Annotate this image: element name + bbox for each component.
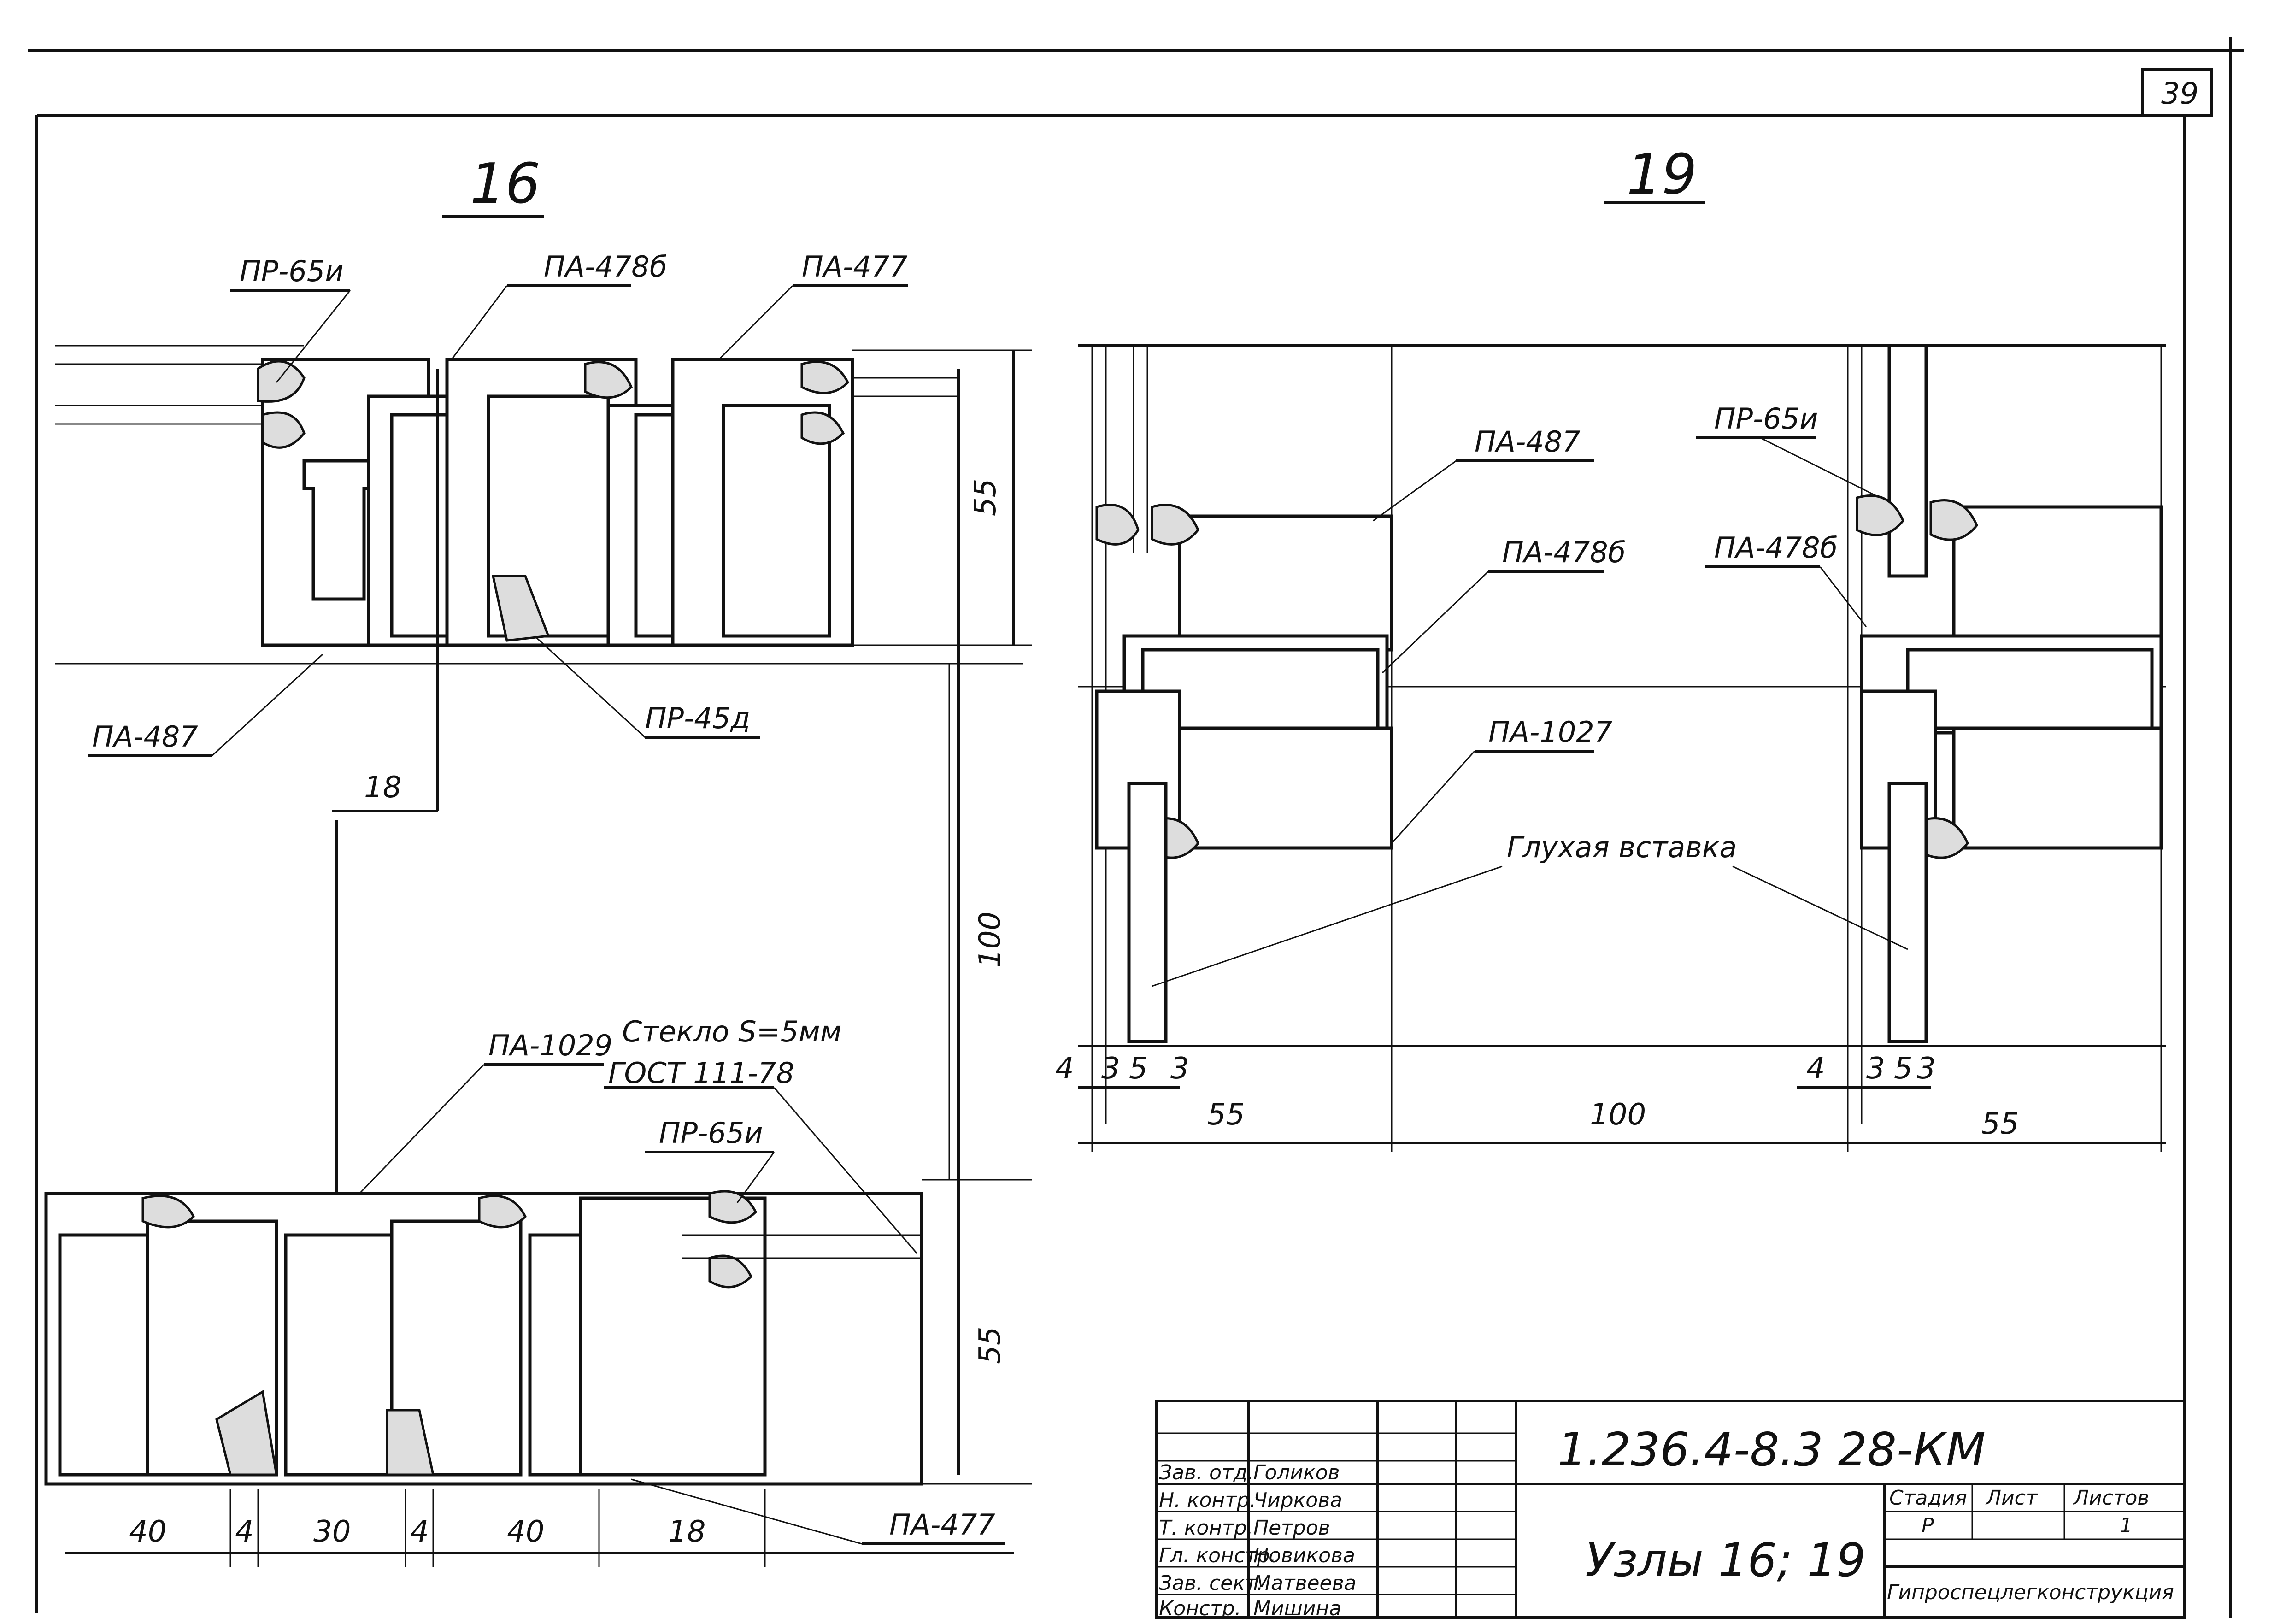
row-name-5: Матвеева: [1253, 1571, 1357, 1595]
stage-value: Р: [1922, 1514, 1934, 1537]
dim-h55-left: 55: [1207, 1098, 1245, 1132]
organization: Гипроспецлегконструкция: [1887, 1581, 2174, 1604]
detail-19-title: 19: [1627, 143, 1697, 207]
detail-16: 16 55 18: [44, 152, 1032, 1567]
label-blank-insert: Глухая вставка: [1507, 830, 1737, 864]
row-name-3: Петров: [1253, 1516, 1330, 1540]
row-role-5: Зав. сект.: [1159, 1571, 1264, 1595]
label-glass: Стекло S=5мм: [622, 1015, 842, 1048]
row-role-2: Н. контр.: [1159, 1489, 1256, 1512]
dim-h100: 100: [1590, 1098, 1646, 1132]
label-pa477-top: ПА-477: [802, 250, 908, 283]
doc-code: 1.236.4-8.3 28-КМ: [1557, 1423, 1986, 1477]
dim-r4: 4: [1806, 1052, 1825, 1086]
dim-40-b: 40: [507, 1515, 544, 1549]
dim-l3a: 3: [1101, 1052, 1120, 1086]
stage-header: Стадия: [1889, 1486, 1967, 1510]
label-pr65i-19: ПР-65и: [1714, 402, 1818, 435]
label-pa487-19: ПА-487: [1475, 425, 1581, 459]
sheets-value: 1: [2120, 1514, 2133, 1537]
dim-r5: 5: [1894, 1052, 1913, 1086]
dim-l5: 5: [1129, 1052, 1148, 1086]
sheet-header: Лист: [1985, 1486, 2038, 1510]
dim-l4: 4: [1055, 1052, 1074, 1086]
dim-l3b: 3: [1170, 1052, 1189, 1086]
row-name-6: Мишина: [1253, 1597, 1341, 1620]
label-pa1027: ПА-1027: [1488, 715, 1612, 749]
dim-55-top: 55: [969, 479, 1003, 516]
dim-r3b: 3: [1917, 1052, 1936, 1086]
label-pa478b-top: ПА-478б: [544, 250, 667, 283]
label-pr65i-top: ПР-65и: [240, 254, 344, 288]
dim-4-b: 4: [410, 1515, 429, 1549]
row-name-2: Чиркова: [1253, 1489, 1342, 1512]
label-pa1029: ПА-1029: [488, 1029, 612, 1062]
dim-r3a: 3: [1866, 1052, 1885, 1086]
label-pa478b-19-right: ПА-478б: [1714, 531, 1838, 565]
sheet-number: 39: [2161, 77, 2198, 111]
label-pa478b-19-left: ПА-478б: [1502, 535, 1626, 569]
dim-18-b: 18: [668, 1515, 705, 1549]
title-block: 1.236.4-8.3 28-КМ Узлы 16; 19 Стадия Лис…: [1155, 1400, 2186, 1620]
doc-title: Узлы 16; 19: [1585, 1533, 1866, 1587]
label-gost: ГОСТ 111-78: [608, 1056, 794, 1090]
dim-55-bottom: 55: [973, 1327, 1007, 1364]
dim-40-a: 40: [129, 1515, 166, 1549]
label-pr45d: ПР-45д: [645, 701, 750, 735]
row-role-1: Зав. отд.: [1159, 1461, 1254, 1484]
row-name-4: Новикова: [1253, 1544, 1355, 1567]
label-pr65i-bottom: ПР-65и: [659, 1116, 763, 1150]
dim-h55-right: 55: [1981, 1107, 2019, 1141]
dim-4-a: 4: [235, 1515, 254, 1549]
dim-100: 100: [973, 912, 1007, 968]
dim-30: 30: [313, 1515, 351, 1549]
dim-18-mid: 18: [364, 771, 401, 805]
sheets-header: Листов: [2073, 1486, 2149, 1510]
detail-19: 19 4 3: [1055, 143, 2166, 1152]
row-role-3: Т. контр.: [1159, 1516, 1253, 1540]
row-role-4: Гл. констр.: [1159, 1544, 1276, 1567]
detail-16-title: 16: [470, 152, 541, 216]
row-name-1: Голиков: [1253, 1461, 1340, 1484]
sheet-frame: [28, 37, 2244, 1618]
label-pa477-bottom: ПА-477: [889, 1508, 995, 1542]
label-pa487-left: ПА-487: [92, 720, 198, 753]
row-role-6: Констр.: [1159, 1597, 1241, 1620]
